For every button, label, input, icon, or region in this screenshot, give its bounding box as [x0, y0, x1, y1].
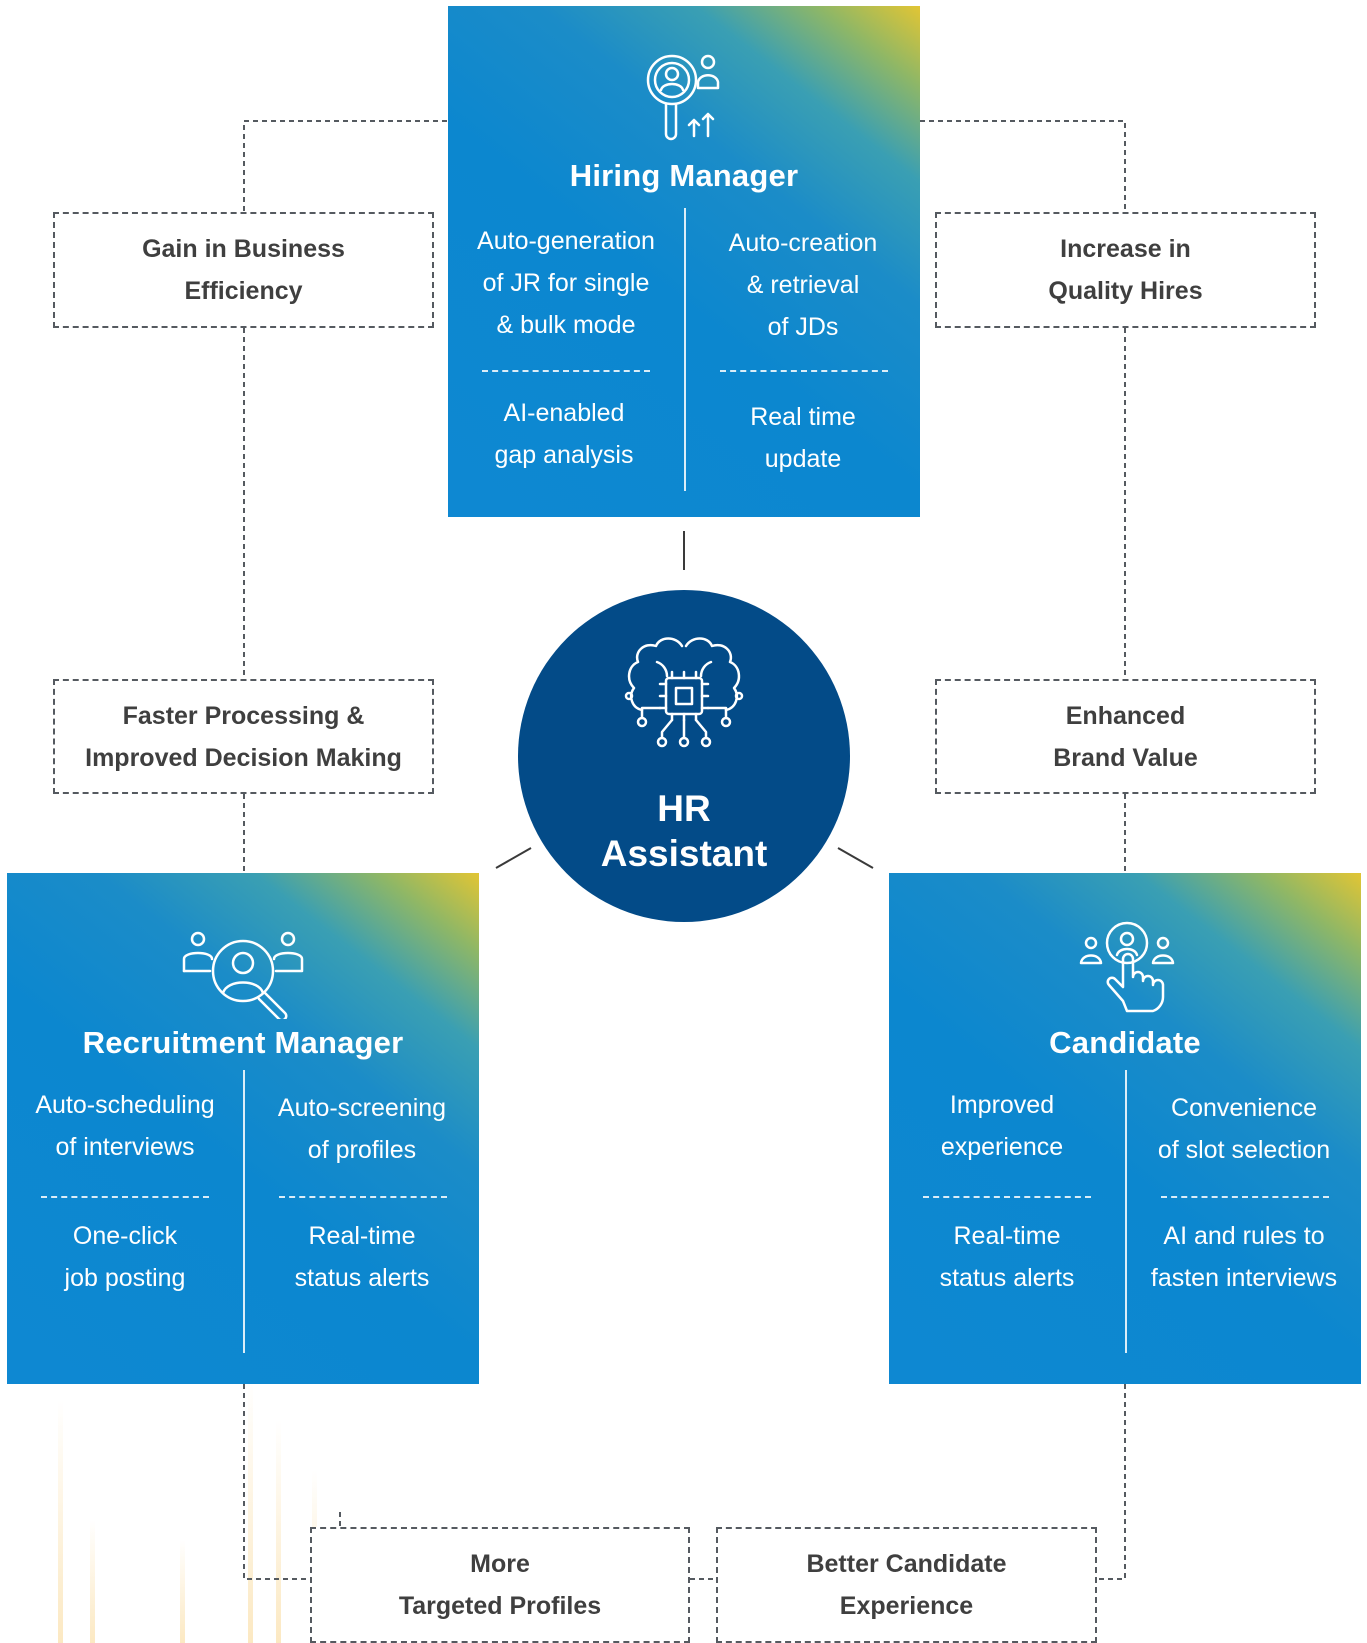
connector-gain-efficiency	[243, 120, 447, 212]
column-divider	[243, 1070, 245, 1353]
connector-candidate-to-experience	[1097, 1384, 1126, 1580]
feature-jr-generation: Auto-generation of JR for single & bulk …	[477, 227, 655, 339]
link-hub-candidate	[837, 847, 874, 869]
connector-increase-quality	[920, 120, 1126, 212]
hiring-manager-title: Hiring Manager	[569, 158, 799, 193]
feature-status-alerts: Real-time status alerts	[294, 1222, 430, 1292]
feature-gap-analysis: AI-enabled gap analysis	[494, 399, 634, 469]
row-divider	[923, 1196, 1091, 1198]
feature-jd-creation: Auto-creation & retrieval of JDs	[728, 229, 878, 341]
background-streak	[90, 1520, 95, 1643]
row-divider	[1161, 1196, 1329, 1198]
row-divider	[482, 370, 650, 372]
row-divider	[720, 370, 888, 372]
hr-assistant-hub: HR Assistant	[518, 590, 850, 922]
outcome-targeted-profiles: More Targeted Profiles	[310, 1527, 690, 1643]
column-divider	[1125, 1070, 1127, 1353]
outcome-quality-hires: Increase in Quality Hires	[935, 212, 1316, 328]
candidate-box: Candidate Improved experience Convenienc…	[889, 873, 1361, 1384]
outcome-faster-processing: Faster Processing & Improved Decision Ma…	[53, 679, 434, 794]
outcome-candidate-experience: Better Candidate Experience	[716, 1527, 1097, 1643]
candidate-search-growth-icon	[646, 54, 720, 141]
feature-one-click-posting: One-click job posting	[64, 1222, 186, 1292]
background-streak	[248, 1380, 253, 1643]
column-divider	[684, 208, 686, 491]
background-streak	[276, 1420, 281, 1643]
ai-brain-chip-icon	[624, 637, 744, 748]
outcome-brand-value: Enhanced Brand Value	[935, 679, 1316, 794]
background-streak	[58, 1400, 63, 1643]
feature-slot-selection: Convenience of slot selection	[1157, 1094, 1331, 1164]
recruitment-manager-title: Recruitment Manager	[82, 1025, 404, 1060]
background-streak	[180, 1540, 185, 1643]
row-divider	[41, 1196, 209, 1198]
outcome-business-efficiency: Gain in Business Efficiency	[53, 212, 434, 328]
feature-improved-experience: Improved experience	[940, 1091, 1064, 1161]
feature-auto-scheduling: Auto-scheduling of interviews	[35, 1091, 215, 1161]
connector-recruitment-to-targeted	[243, 1384, 310, 1580]
feature-ai-rules-interviews: AI and rules to fasten interviews	[1150, 1222, 1338, 1292]
candidate-title: Candidate	[1049, 1025, 1201, 1060]
recruitment-manager-box: Recruitment Manager Auto-scheduling of i…	[7, 873, 479, 1384]
feature-real-time-update: Real time update	[750, 403, 856, 473]
link-hub-recruitment	[495, 847, 532, 869]
feature-auto-screening: Auto-screening of profiles	[277, 1094, 447, 1164]
row-divider	[279, 1196, 447, 1198]
hand-select-person-icon	[1079, 921, 1175, 1013]
hub-title: HR Assistant	[600, 788, 768, 874]
feature-status-alerts: Real-time status alerts	[939, 1222, 1075, 1292]
hiring-manager-box: Hiring Manager Auto-generation of JR for…	[448, 6, 920, 517]
people-search-icon	[182, 931, 304, 1019]
